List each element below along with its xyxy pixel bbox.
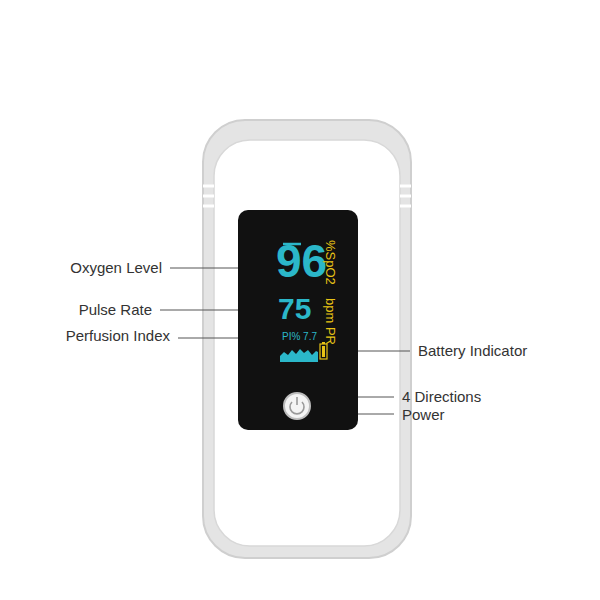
device-housing [203,120,411,558]
callout-label: Power [402,406,445,424]
perfusion-value: PI% 7.7 [282,332,317,342]
display-screen: 96%SpO2 75 bpm PR PI% 7.7 [238,210,358,430]
battery-icon [320,344,327,359]
signal-bar [283,243,301,246]
power-symbol-bar [296,397,298,405]
callout-label: Oxygen Level [70,259,162,277]
callout-label: 4 Directions [402,388,481,406]
pleth-waveform [280,349,318,362]
battery-level [322,346,325,357]
device-face [214,140,400,546]
callout-label: Battery Indicator [418,342,527,360]
pulse-unit: bpm PR [324,298,337,345]
battery-tip [322,342,325,344]
spo2-value: 96 [276,238,327,284]
callout-label: Pulse Rate [79,301,152,319]
pulse-value: 75 [278,294,311,324]
power-symbol [290,402,304,414]
spo2-unit: %SpO2 [324,240,337,285]
grip-ridges [203,186,411,206]
callout-label: Perfusion Index [66,327,170,345]
power-button [284,393,310,419]
